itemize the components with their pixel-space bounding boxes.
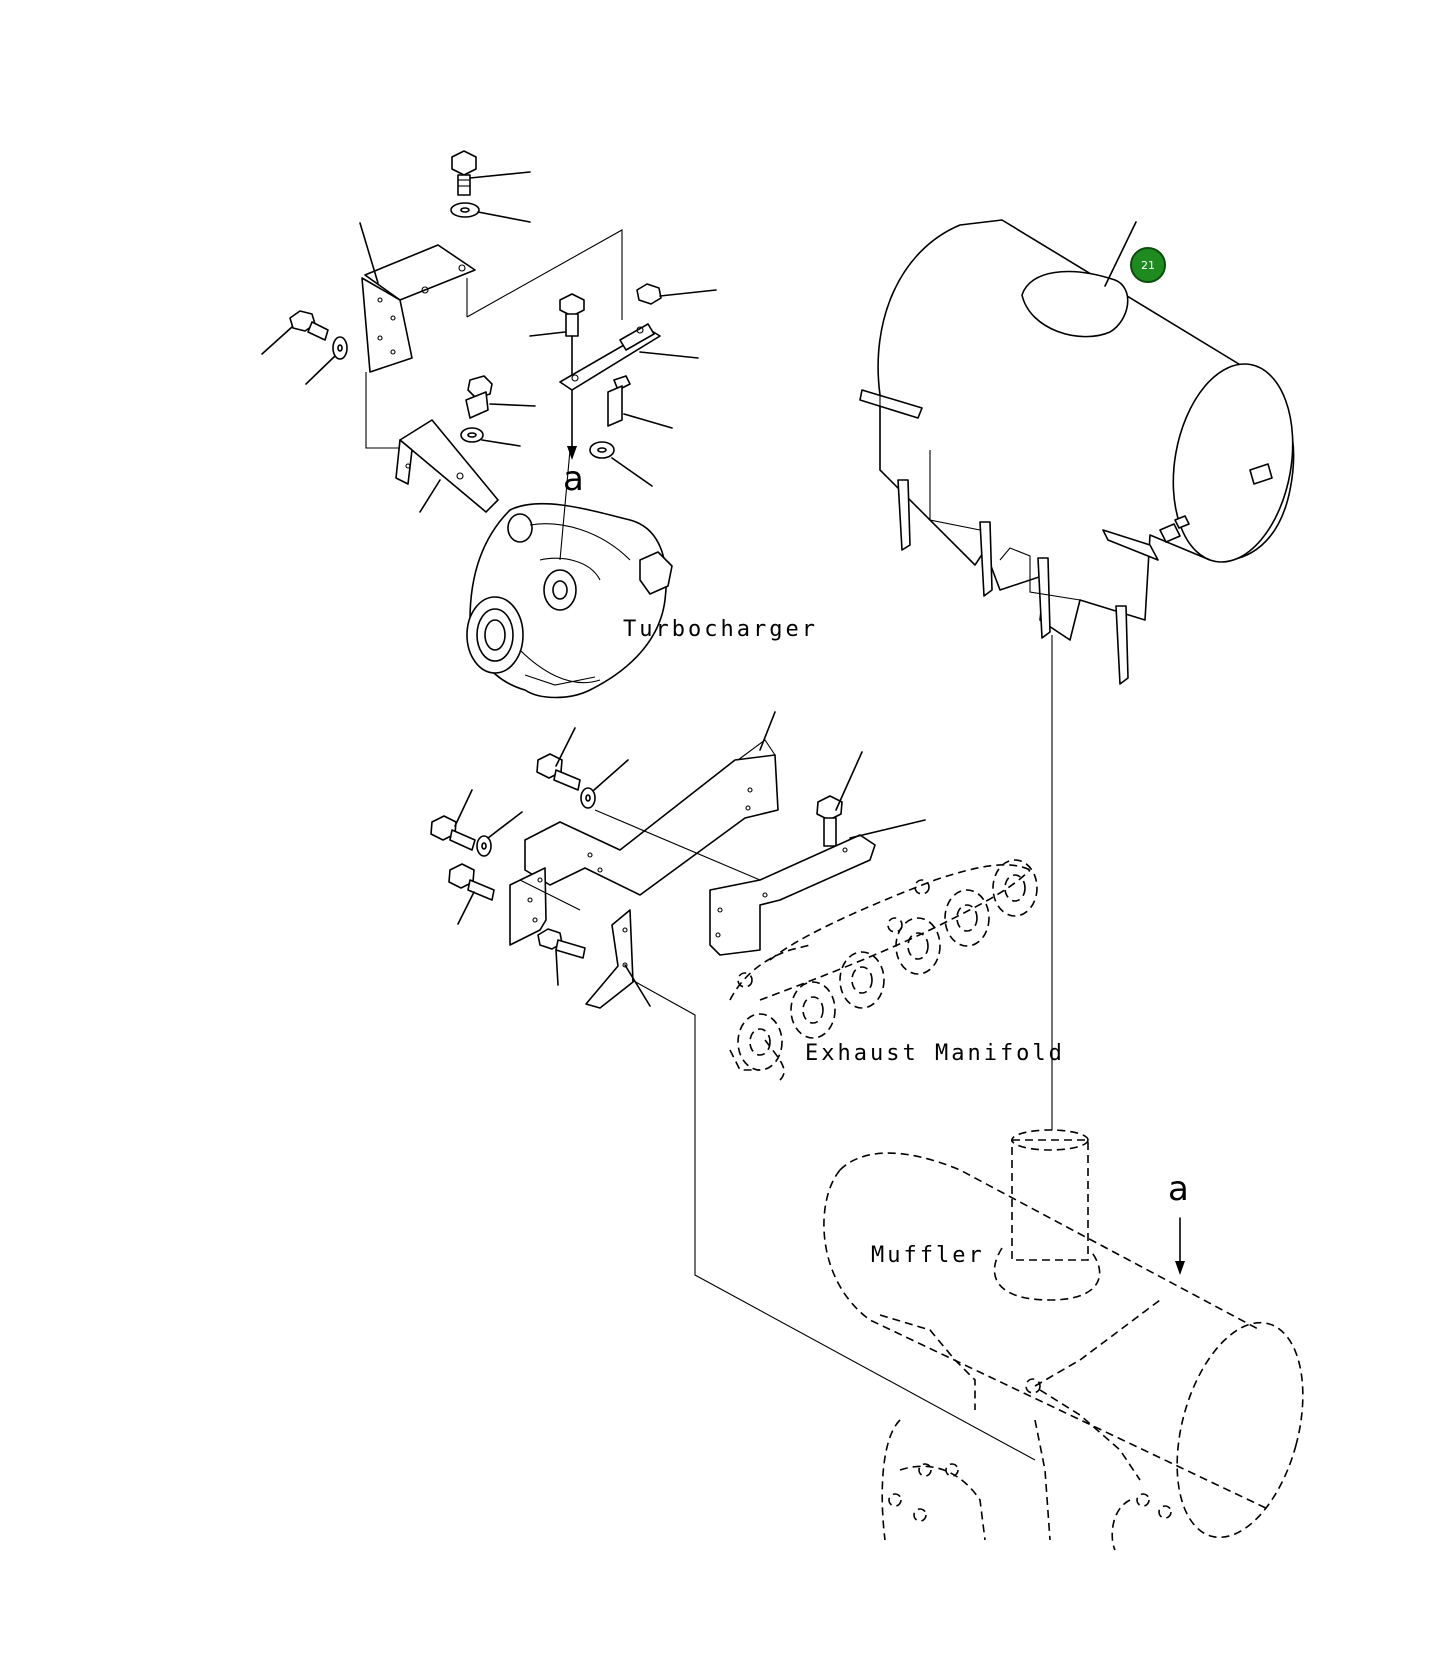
bolt-top [451,150,531,196]
exhaust-manifold-label: Exhaust Manifold [805,1041,1065,1066]
nut-top [636,283,717,305]
bolt-long-4 [537,928,586,986]
ref-a-right-group: a [1168,1169,1189,1275]
long-bracket-assembly [430,711,779,1009]
small-plate [585,909,651,1009]
heat-shield [859,219,1295,685]
u-bracket [395,419,499,513]
upper-bracket-assembly [261,150,623,449]
washer-long-1 [580,759,629,809]
long-bracket [509,711,779,946]
manifold-bracket [709,751,926,956]
washer-long-2 [476,811,523,857]
l-bracket-upper [359,222,476,449]
washer-top [450,202,531,223]
bolt-manifold [816,751,863,847]
washer-mid [460,427,521,447]
callout-21[interactable]: 21 [1130,247,1166,283]
bolt-long-2 [430,789,476,851]
bolt-long-3 [448,863,495,925]
washer-stud [589,441,653,487]
exhaust-manifold: Exhaust Manifold [729,859,1065,1081]
ref-a-right: a [1168,1169,1189,1209]
muffler: Muffler [823,1129,1304,1551]
bolt-mid [465,375,536,419]
callout-number: 21 [1141,259,1155,272]
small-bracket-assembly: a [529,283,717,499]
muffler-label: Muffler [871,1243,985,1268]
bolt-side [261,310,329,355]
strap-bracket [559,323,699,391]
stud-bolt [607,375,673,429]
lower-upper-bracket [395,375,536,513]
turbocharger-label: Turbocharger [623,617,818,642]
turbocharger: Turbocharger [466,449,818,699]
bolt-center [529,293,585,460]
bolt-long-1 [536,727,581,791]
washer-side [305,336,348,385]
